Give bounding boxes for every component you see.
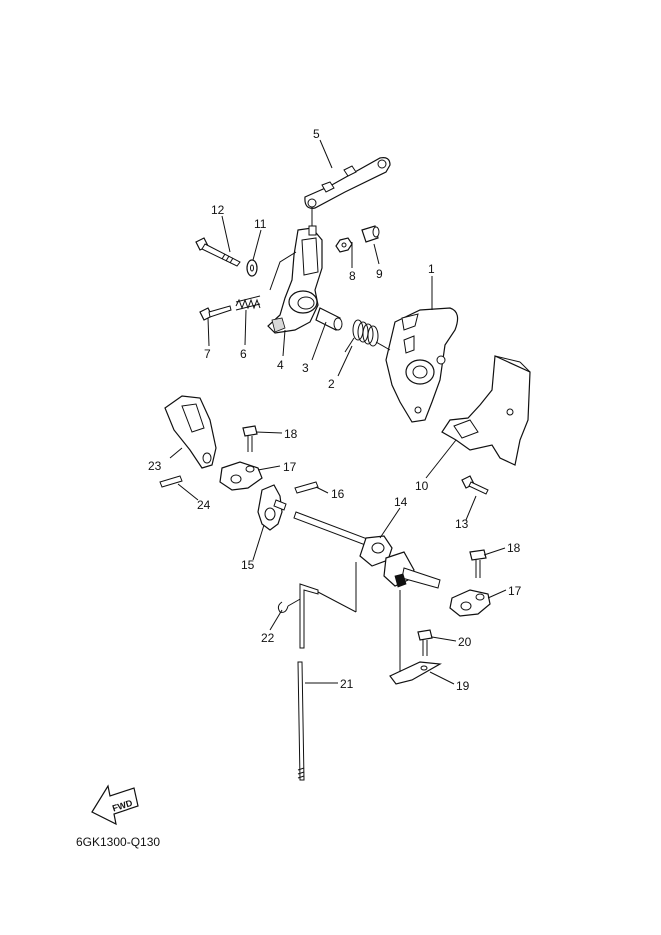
part-24-pin [159, 475, 183, 488]
part-19-plate [389, 590, 442, 685]
callout-6: 6 [240, 347, 247, 361]
part-10-bracket-plate [441, 355, 531, 466]
callout-2: 2 [328, 377, 335, 391]
diagram-code: 6GK1300-Q130 [76, 835, 160, 849]
part-6-spring [235, 295, 261, 311]
part-14-shift-shaft [293, 511, 441, 613]
callout-23: 23 [148, 459, 162, 473]
callout-22: 22 [261, 631, 275, 645]
callout-1: 1 [428, 262, 435, 276]
callout-labels: 1 2 3 4 5 6 7 8 9 10 11 12 13 14 15 16 1… [148, 127, 522, 693]
part-5-link-plate [304, 157, 391, 228]
callout-12: 12 [211, 203, 225, 217]
part-15-shift-lever [257, 484, 287, 531]
part-2-torsion-spring [344, 319, 391, 353]
part-8-nut [335, 237, 353, 253]
leader-lines [169, 139, 507, 685]
part-13-bolt [461, 475, 489, 495]
callout-16: 16 [331, 487, 345, 501]
callout-11: 11 [254, 217, 267, 231]
callout-5: 5 [313, 127, 320, 141]
callout-10: 10 [415, 479, 429, 493]
part-23-bracket [164, 395, 217, 469]
part-4-lever [267, 225, 323, 334]
part-11-washer [246, 259, 258, 277]
part-17b-clamp [449, 589, 491, 617]
callout-21: 21 [340, 677, 354, 691]
part-18b-bolt [469, 549, 487, 578]
part-21-rod [297, 583, 319, 781]
callout-4: 4 [277, 358, 284, 372]
callout-24: 24 [197, 498, 211, 512]
part-1-housing-bracket [385, 307, 459, 423]
callout-15: 15 [241, 558, 255, 572]
callout-19: 19 [456, 679, 470, 693]
part-18a-bolt [242, 425, 258, 452]
callout-7: 7 [204, 347, 211, 361]
callout-18b: 18 [507, 541, 521, 555]
callout-14: 14 [394, 495, 408, 509]
callout-3: 3 [302, 361, 309, 375]
part-7-screw [199, 305, 232, 321]
callout-18a: 18 [284, 427, 298, 441]
callout-17b: 17 [508, 584, 522, 598]
part-17a-clamp [219, 461, 263, 491]
part-3-collar [315, 307, 343, 331]
callout-17a: 17 [283, 460, 297, 474]
callout-8: 8 [349, 269, 356, 283]
callout-9: 9 [376, 267, 383, 281]
part-12-bolt [195, 237, 241, 267]
callout-20: 20 [458, 635, 472, 649]
fwd-arrow-icon: FWD [91, 784, 139, 826]
callout-13: 13 [455, 517, 469, 531]
part-20-bolt [417, 629, 433, 656]
part-9-bushing [361, 225, 380, 243]
part-16-pin [294, 481, 319, 494]
